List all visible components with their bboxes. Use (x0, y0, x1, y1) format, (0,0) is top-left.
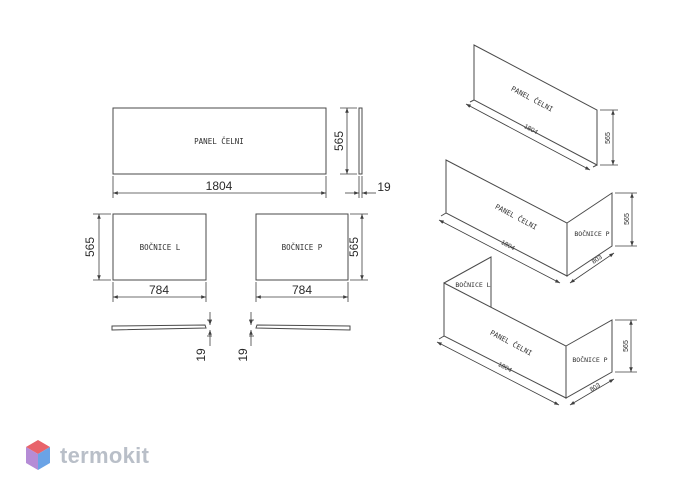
brand-name: termokit (60, 443, 150, 468)
iso3-side-dim: 803 (589, 382, 602, 394)
side-panel-left (112, 213, 207, 281)
front-panel-edge (358, 107, 363, 175)
side-right-thickness-dim: 19 (236, 348, 250, 362)
front-panel-label: PANEL ČELNI (194, 137, 244, 146)
side-right-label: BOČNICE P (282, 243, 323, 252)
side-left-height-dim: 565 (83, 237, 97, 257)
side-left-width-dim: 784 (149, 283, 169, 297)
iso3-left-label: BOČNICE L (455, 280, 490, 289)
side-left-thickness-dim: 19 (194, 348, 208, 362)
iso3-height-dim: 565 (623, 340, 630, 352)
front-panel (112, 107, 327, 175)
iso-full-assembly: BOČNICE L PANEL ČELNI BOČNICE P 1804 803… (436, 256, 637, 406)
iso1-height-dim: 565 (605, 132, 612, 144)
side-right-height-dim: 565 (347, 237, 361, 257)
iso-front-right-assembly: PANEL ČELNI BOČNICE P 1804 803 565 (438, 159, 637, 284)
side-left-edge (111, 324, 207, 331)
iso2-height-dim: 565 (624, 213, 631, 225)
brand-logo: termokit (24, 436, 149, 476)
front-thickness-dim: 19 (377, 180, 391, 194)
side-right-width-dim: 784 (292, 283, 312, 297)
front-width-dim: 1804 (206, 179, 233, 193)
iso3-right-label: BOČNICE P (572, 355, 607, 364)
iso-front-panel: PANEL ČELNI 1804 565 (465, 44, 618, 171)
side-panel-right (255, 213, 349, 281)
side-right-edge (255, 324, 351, 331)
iso2-side-label: BOČNICE P (574, 229, 609, 238)
side-left-label: BOČNICE L (140, 243, 181, 252)
termokit-cube-icon (26, 440, 50, 470)
front-height-dim: 565 (332, 131, 346, 151)
